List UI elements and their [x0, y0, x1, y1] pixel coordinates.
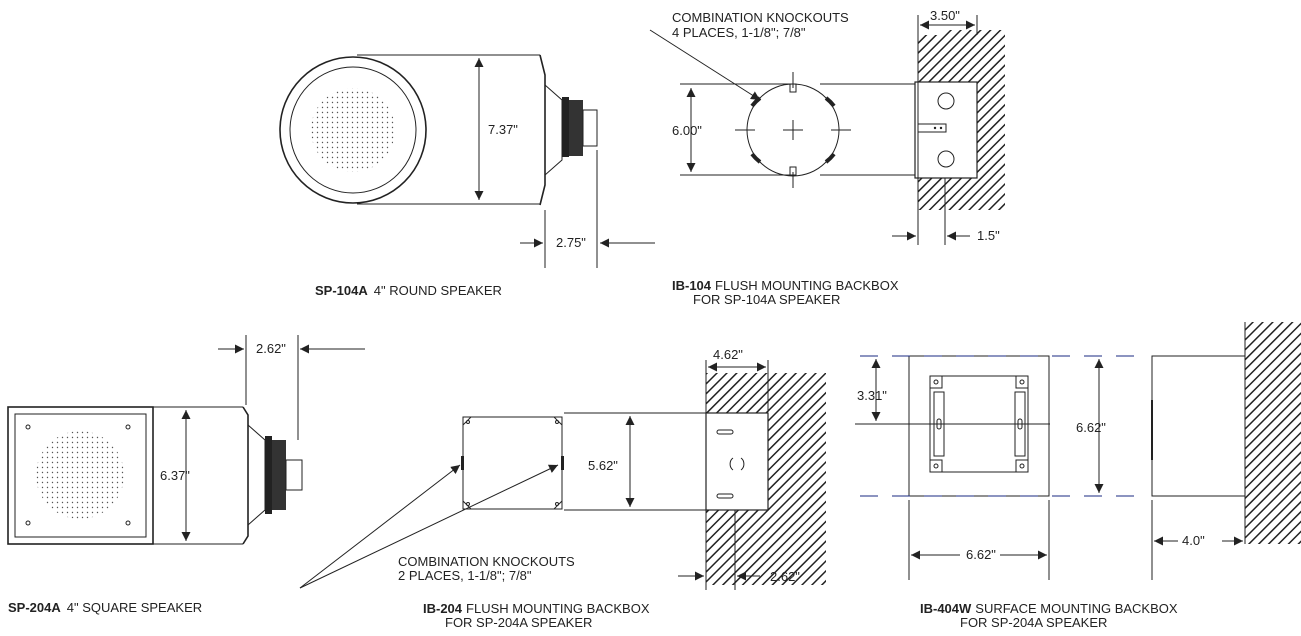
sp104a-height-dim: 7.37" [488, 122, 518, 137]
ib104-flange-dim: 1.5" [977, 228, 1000, 243]
ib204-subtitle: FOR SP-204A SPEAKER [445, 615, 592, 630]
ib404w-half-dim: 3.31" [857, 388, 887, 403]
ib204-knockouts-line1: COMBINATION KNOCKOUTS [398, 554, 575, 569]
ib404w-width-dim: 6.62" [966, 547, 996, 562]
ib404w-drawing [855, 322, 1301, 580]
sp204a-height-dim: 6.37" [160, 468, 190, 483]
ib404w-subtitle: FOR SP-204A SPEAKER [960, 615, 1107, 630]
sp204a-drawing [7, 335, 365, 545]
sp104a-drawing [279, 54, 655, 268]
ib204-knockouts-line2: 2 PLACES, 1-1/8"; 7/8" [398, 568, 532, 583]
ib104-knockouts-line2: 4 PLACES, 1-1/8"; 7/8" [672, 25, 806, 40]
ib404w-depth-dim: 4.0" [1182, 533, 1205, 548]
sp104a-depth-dim: 2.75" [556, 235, 586, 250]
ib204-height-dim: 5.62" [588, 458, 618, 473]
ib204-drawing [299, 360, 826, 590]
ib104-depth-dim: 3.50" [930, 8, 960, 23]
sp204a-depth-dim: 2.62" [256, 341, 286, 356]
ib104-drawing [649, 15, 1005, 245]
ib104-subtitle: FOR SP-104A SPEAKER [693, 292, 840, 307]
ib104-knockouts-line1: COMBINATION KNOCKOUTS [672, 10, 849, 25]
ib104-diameter-dim: 6.00" [672, 123, 702, 138]
ib204-depth-dim: 4.62" [713, 347, 743, 362]
ib204-flange-dim: 2.62" [770, 569, 800, 584]
ib404w-height-dim: 6.62" [1076, 420, 1106, 435]
